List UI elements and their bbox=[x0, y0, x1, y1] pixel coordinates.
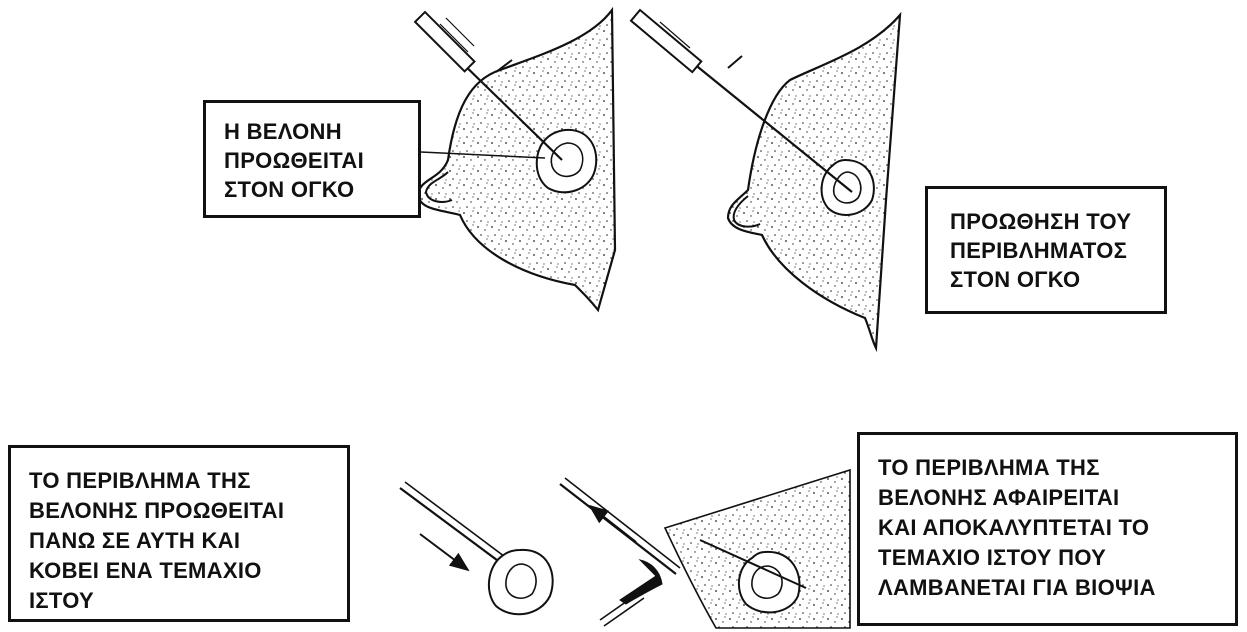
label-line: ΚΑΙ ΑΠΟΚΑΛΥΠΤΕΤΑΙ ΤΟ bbox=[878, 513, 1235, 543]
label-line: ΒΕΛΟΝΗΣ ΠΡΟΩΘΕΙΤΑΙ bbox=[29, 496, 347, 526]
tumour-1 bbox=[537, 130, 597, 192]
label-line: ΠΑΝΩ ΣΕ ΑΥΤΗ ΚΑΙ bbox=[29, 526, 347, 556]
label-line: ΣΤΟΝ ΟΓΚΟ bbox=[950, 265, 1164, 294]
needle-4 bbox=[560, 478, 680, 626]
label-line: ΤΕΜΑΧΙΟ ΙΣΤΟΥ ΠΟΥ bbox=[878, 543, 1235, 573]
label-line: ΠΕΡΙΒΛΗΜΑΤΟΣ bbox=[950, 236, 1164, 265]
label-line: ΚΟΒΕΙ ΕΝΑ ΤΕΜΑΧΙΟ bbox=[29, 556, 347, 586]
tissue-block-4 bbox=[665, 470, 850, 628]
label-line: ΠΡΟΩΘΕΙΤΑΙ bbox=[224, 146, 418, 175]
withdraw-arrow bbox=[590, 506, 636, 542]
label-line: ΙΣΤΟΥ bbox=[29, 586, 347, 616]
label-line: ΣΤΟΝ ΟΓΚΟ bbox=[224, 175, 418, 204]
label-sheath-cuts: ΤΟ ΠΕΡΙΒΛΗΜΑ ΤΗΣ ΒΕΛΟΝΗΣ ΠΡΟΩΘΕΙΤΑΙ ΠΑΝΩ… bbox=[8, 445, 350, 622]
label-line: ΤΟ ΠΕΡΙΒΛΗΜΑ ΤΗΣ bbox=[29, 466, 347, 496]
label-line: ΒΕΛΟΝΗΣ ΑΦΑΙΡΕΙΤΑΙ bbox=[878, 483, 1235, 513]
label-line: ΠΡΟΩΘΗΣΗ ΤΟΥ bbox=[950, 207, 1164, 236]
tumour-3 bbox=[489, 550, 553, 614]
label-line: ΤΟ ΠΕΡΙΒΛΗΜΑ ΤΗΣ bbox=[878, 453, 1235, 483]
label-sheath-removed: ΤΟ ΠΕΡΙΒΛΗΜΑ ΤΗΣ ΒΕΛΟΝΗΣ ΑΦΑΙΡΕΙΤΑΙ ΚΑΙ … bbox=[857, 432, 1238, 626]
label-line: Η ΒΕΛΟΝΗ bbox=[224, 117, 418, 146]
advance-arrow bbox=[420, 534, 468, 570]
label-line: ΛΑΜΒΑΝΕΤΑΙ ΓΙΑ ΒΙΟΨΙΑ bbox=[878, 573, 1235, 603]
label-needle-advanced: Η ΒΕΛΟΝΗ ΠΡΟΩΘΕΙΤΑΙ ΣΤΟΝ ΟΓΚΟ bbox=[203, 100, 421, 218]
label-sheath-advanced: ΠΡΟΩΘΗΣΗ ΤΟΥ ΠΕΡΙΒΛΗΜΑΤΟΣ ΣΤΟΝ ΟΓΚΟ bbox=[925, 186, 1167, 314]
